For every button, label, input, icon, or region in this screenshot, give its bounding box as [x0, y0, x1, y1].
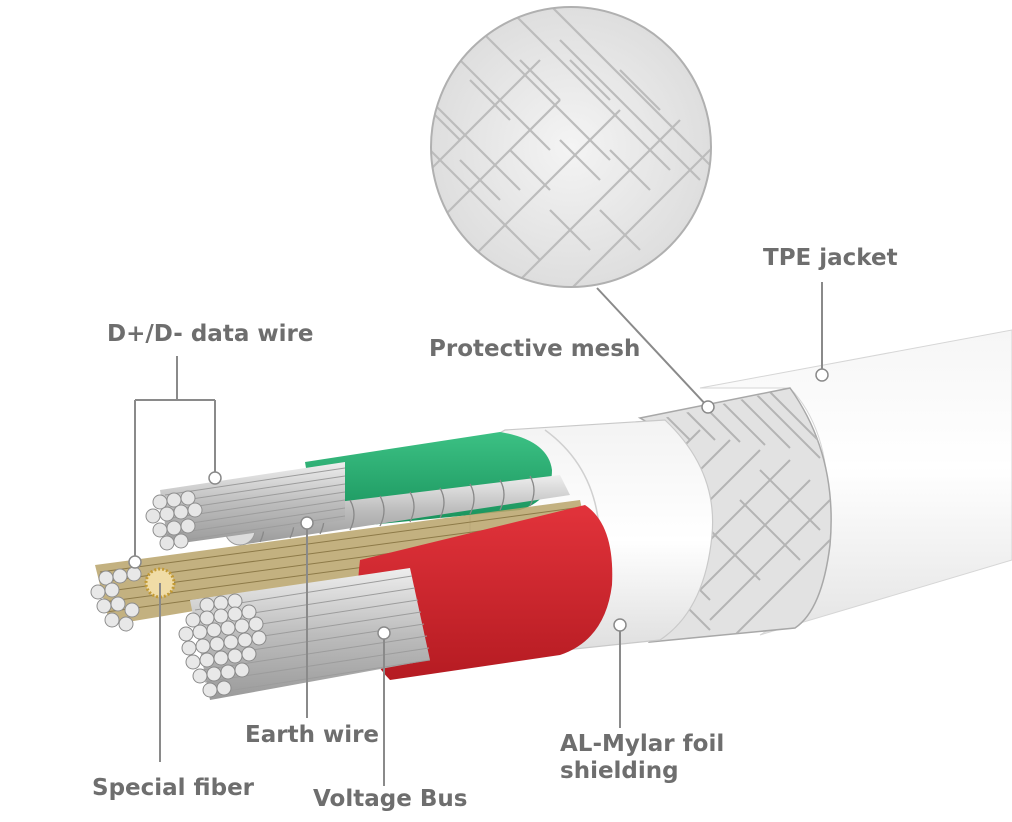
callout-dots — [128, 368, 829, 640]
mesh-zoom-inset — [430, 6, 712, 288]
label-foil-shielding: AL-Mylar foil shielding — [560, 731, 724, 785]
voltage-bus-strands — [178, 568, 431, 700]
label-foil-shielding-line2: shielding — [560, 758, 679, 784]
label-foil-shielding-line1: AL-Mylar foil — [560, 731, 725, 757]
callout-lines — [134, 282, 823, 786]
callout-mesh-zoom-line — [596, 287, 709, 408]
callout-dot-foil — [613, 618, 627, 632]
callout-dot-voltage — [377, 626, 391, 640]
data-wire-strands-upper — [145, 462, 346, 551]
callout-dot-data-upper — [208, 471, 222, 485]
label-protective-mesh: Protective mesh — [429, 336, 641, 362]
label-special-fiber: Special fiber — [92, 775, 255, 801]
label-data-wire: D+/D- data wire — [107, 321, 314, 347]
callout-data-wire-bracket — [134, 356, 216, 562]
label-earth-wire: Earth wire — [245, 722, 380, 748]
callout-dot-earth — [300, 516, 314, 530]
label-voltage-bus: Voltage Bus — [313, 786, 468, 812]
callout-dot-tpe — [815, 368, 829, 382]
callout-dot-data-lower — [128, 555, 142, 569]
callout-dot-mesh — [701, 400, 715, 414]
label-tpe-jacket: TPE jacket — [763, 245, 898, 271]
